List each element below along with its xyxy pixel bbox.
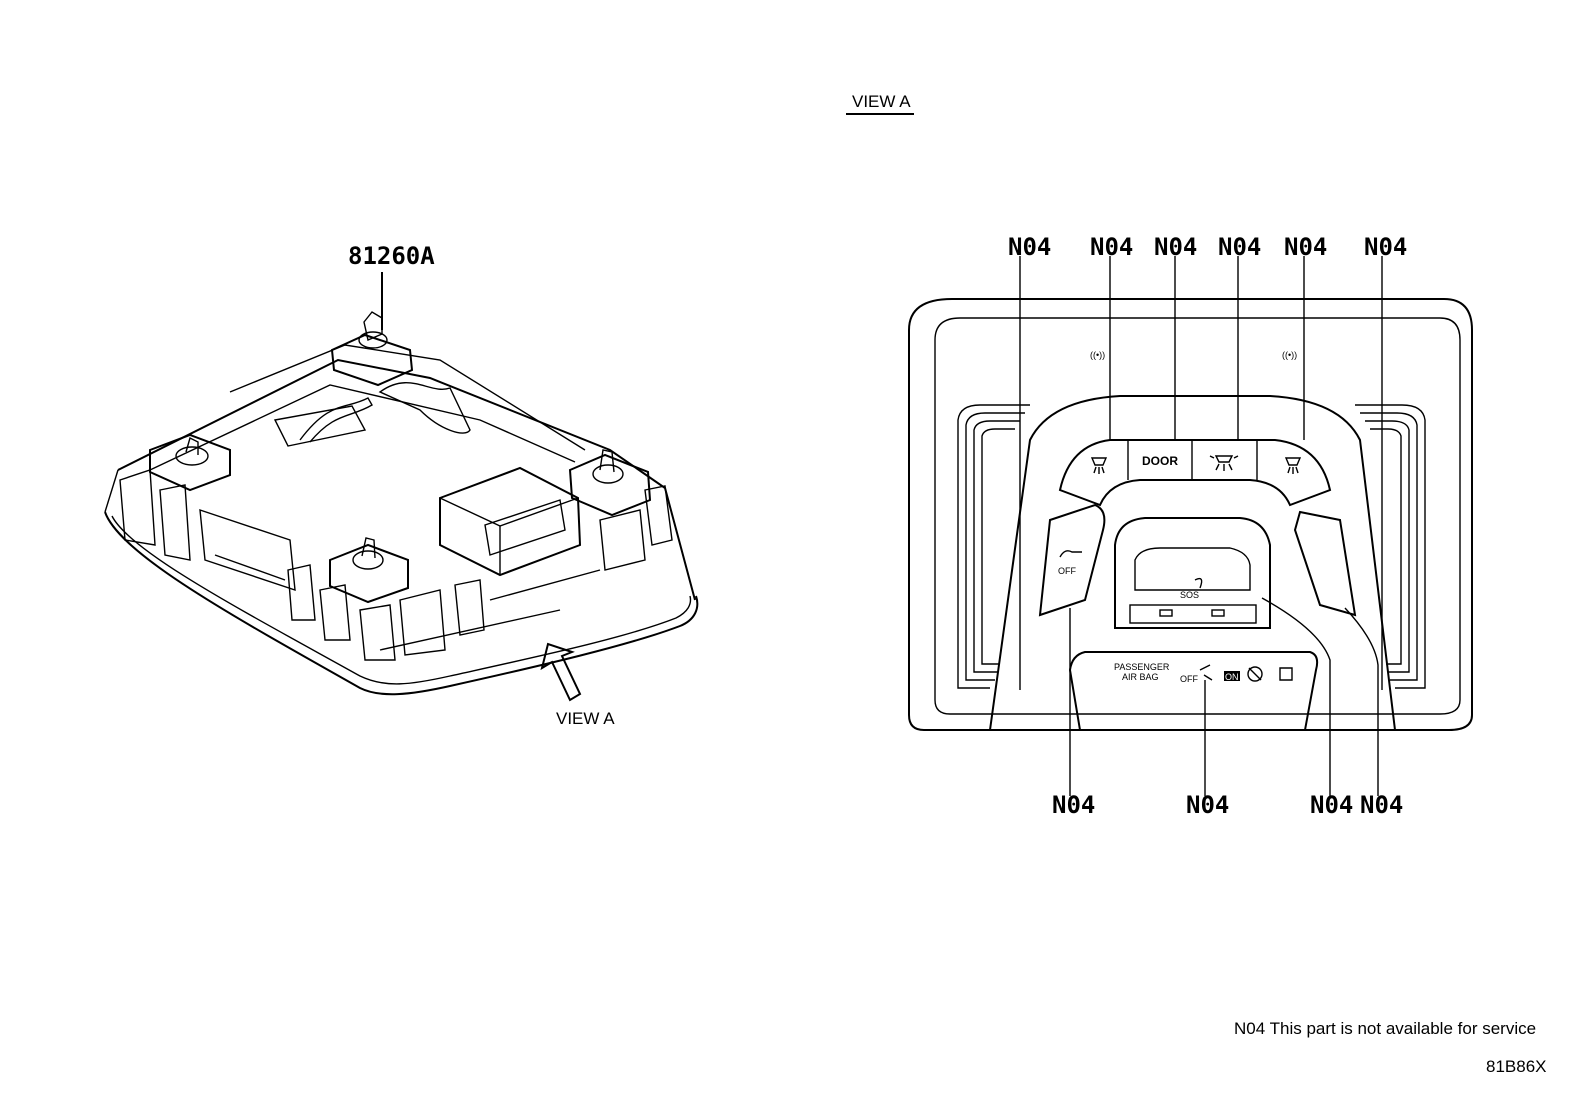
svg-text:((•)): ((•))	[1090, 350, 1105, 360]
seatbelt-warning-icon	[1247, 666, 1263, 682]
airbag-label-line2: AIR BAG	[1122, 672, 1159, 682]
view-a-label-left[interactable]: VIEW A	[556, 709, 615, 728]
diagram-code: 81B86X	[1486, 1057, 1547, 1076]
callout-bottom-2[interactable]: N04	[1186, 791, 1229, 819]
mounting-boss-right	[568, 449, 652, 517]
airbag-label-line1: PASSENGER	[1114, 662, 1170, 672]
map-light-left-icon[interactable]	[1090, 457, 1108, 474]
callout-top-4[interactable]: N04	[1218, 233, 1261, 261]
sos-button-label[interactable]: SOS	[1180, 590, 1199, 600]
callout-bottom-4[interactable]: N04	[1360, 791, 1403, 819]
map-light-right-icon[interactable]	[1284, 457, 1302, 474]
callout-top-3[interactable]: N04	[1154, 233, 1197, 261]
airbag-passenger-icon	[1199, 664, 1213, 681]
airbag-off-label: OFF	[1180, 674, 1198, 684]
console-assembly-drawing: 81260A	[104, 242, 699, 696]
bottom-callout-leaders	[1069, 597, 1379, 796]
service-footnote: N04 This part is not available for servi…	[1234, 1019, 1536, 1038]
svg-text:((•)): ((•))	[1282, 350, 1297, 360]
mounting-boss-bottom	[329, 537, 409, 604]
overhead-panel-view: ((•)) ((•)) DOOR OFF SOS	[908, 298, 1473, 731]
callout-top-2[interactable]: N04	[1090, 233, 1133, 261]
off-button-icon	[1059, 550, 1082, 558]
mounting-boss-left	[149, 433, 231, 492]
dome-light-icon[interactable]	[1209, 455, 1239, 471]
callout-top-1[interactable]: N04	[1008, 233, 1051, 261]
mounting-boss-top	[330, 311, 414, 387]
callout-bottom-1[interactable]: N04	[1052, 791, 1095, 819]
callout-bottom-3[interactable]: N04	[1310, 791, 1353, 819]
view-a-title: VIEW A	[852, 92, 911, 111]
sos-phone-icon	[1194, 577, 1203, 589]
airbag-on-label: ON	[1225, 672, 1239, 682]
door-button-label[interactable]: DOOR	[1142, 454, 1178, 468]
view-a-arrow	[540, 642, 582, 702]
top-callout-leaders	[1019, 256, 1383, 690]
off-button-label[interactable]: OFF	[1058, 566, 1076, 576]
part-number-label[interactable]: 81260A	[348, 242, 435, 270]
callout-top-5[interactable]: N04	[1284, 233, 1327, 261]
door-lock-icon	[1279, 667, 1293, 681]
callout-top-6[interactable]: N04	[1364, 233, 1407, 261]
